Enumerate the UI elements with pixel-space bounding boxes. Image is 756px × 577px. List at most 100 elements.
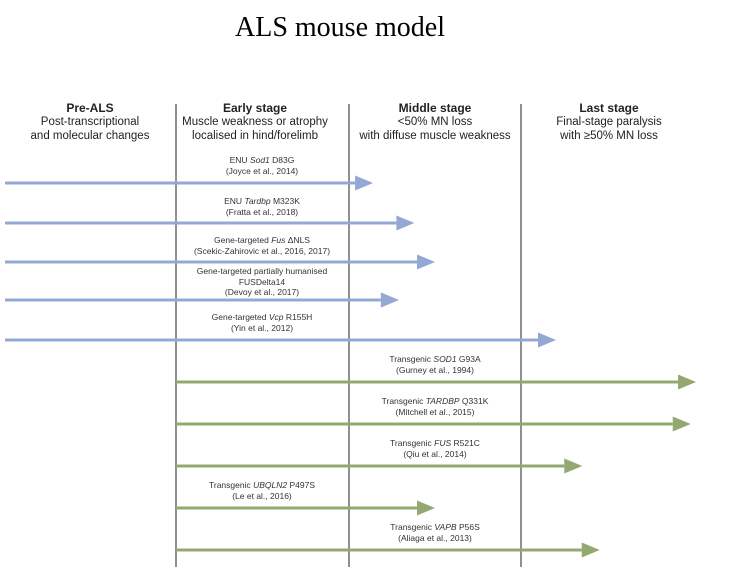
- label-text: Gene-targeted: [214, 235, 272, 245]
- arrow-head: [355, 175, 374, 191]
- stage-header-middle: Middle stage <50% MN loss with diffuse m…: [350, 101, 520, 143]
- model-label: Gene-targeted Fus ΔNLS(Scekic-Zahirovic …: [162, 235, 362, 256]
- stage-name: Early stage: [222, 101, 288, 115]
- gene-name: FUS: [434, 438, 452, 448]
- arrow-head: [672, 416, 691, 432]
- stage-description-line: with ≥50% MN loss: [560, 130, 658, 142]
- stage-header-early: Early stage Muscle weakness or atrophy l…: [170, 101, 340, 143]
- model-label-line: (Yin et al., 2012): [162, 323, 362, 334]
- label-text: (Scekic-Zahirovic et al., 2016, 2017): [193, 245, 331, 256]
- model-label-line: Transgenic UBQLN2 P497S: [162, 480, 362, 491]
- model-label-line: (Le et al., 2016): [162, 491, 362, 502]
- model-label-line: Transgenic TARDBP Q331K: [335, 396, 535, 407]
- model-label-line: (Mitchell et al., 2015): [335, 407, 535, 418]
- label-text: D83G: [269, 155, 295, 165]
- label-text: Transgenic: [381, 396, 426, 406]
- model-label: Transgenic FUS R521C(Qiu et al., 2014): [335, 438, 535, 459]
- gene-name: UBQLN2: [253, 480, 288, 490]
- label-text: (Aliaga et al., 2013): [398, 532, 472, 543]
- model-arrow: [5, 215, 415, 231]
- arrow-head: [581, 542, 600, 558]
- stage-description-line: Muscle weakness or atrophy: [182, 116, 328, 128]
- model-label-line: Transgenic VAPB P56S: [335, 522, 535, 533]
- label-text: Q331K: [459, 396, 489, 406]
- stage-description-line: Final-stage paralysis: [556, 116, 662, 128]
- arrow-head: [538, 332, 556, 348]
- stage-header-pre-als: Pre-ALS Post-transcriptional and molecul…: [5, 101, 175, 143]
- label-text: (Yin et al., 2012): [230, 322, 294, 333]
- model-label-line: FUSDelta14: [162, 277, 362, 288]
- gene-name: TARDBP: [425, 396, 460, 406]
- stage-name: Middle stage: [398, 101, 472, 115]
- label-text: (Qiu et al., 2014): [403, 448, 467, 459]
- model-arrow: [5, 175, 374, 191]
- model-label: Transgenic SOD1 G93A(Gurney et al., 1994…: [335, 354, 535, 375]
- label-text: FUSDelta14: [238, 276, 286, 287]
- model-arrow: [176, 416, 691, 432]
- label-text: (Mitchell et al., 2015): [395, 406, 475, 417]
- label-text: P497S: [287, 480, 315, 490]
- model-label: Transgenic UBQLN2 P497S(Le et al., 2016): [162, 480, 362, 501]
- label-text: ENU: [229, 155, 250, 165]
- stage-description-line: and molecular changes: [30, 130, 150, 142]
- model-label: Transgenic VAPB P56S(Aliaga et al., 2013…: [335, 522, 535, 543]
- model-arrow: [176, 458, 583, 474]
- model-arrow: [5, 254, 435, 270]
- model-label-line: (Fratta et al., 2018): [162, 207, 362, 218]
- gene-name: Fus: [271, 235, 286, 245]
- gene-name: SOD1: [433, 354, 457, 364]
- label-text: M323K: [270, 196, 300, 206]
- label-text: (Joyce et al., 2014): [225, 165, 299, 176]
- model-label-line: Gene-targeted Vcp R155H: [162, 312, 362, 323]
- arrow-head: [564, 458, 583, 474]
- stage-description-line: Post-transcriptional: [40, 116, 140, 128]
- model-label-line: (Joyce et al., 2014): [162, 166, 362, 177]
- model-label-line: ENU Tardbp M323K: [162, 196, 362, 207]
- model-label-line: ENU Sod1 D83G: [162, 155, 362, 166]
- label-text: Transgenic: [209, 480, 254, 490]
- arrow-head: [417, 500, 435, 516]
- arrow-head: [380, 292, 399, 308]
- label-text: (Devoy et al., 2017): [224, 287, 300, 297]
- arrow-head: [396, 215, 415, 231]
- model-label-line: (Qiu et al., 2014): [335, 449, 535, 460]
- model-label: Transgenic TARDBP Q331K(Mitchell et al.,…: [335, 396, 535, 417]
- gene-name: Sod1: [249, 155, 270, 165]
- label-text: (Le et al., 2016): [232, 490, 292, 501]
- model-label-line: Gene-targeted partially humanised: [162, 266, 362, 277]
- model-arrow: [176, 500, 435, 516]
- model-label: ENU Tardbp M323K(Fratta et al., 2018): [162, 196, 362, 217]
- label-text: P56S: [456, 522, 480, 532]
- stage-header-last: Last stage Final-stage paralysis with ≥5…: [524, 101, 694, 143]
- model-label-line: (Scekic-Zahirovic et al., 2016, 2017): [162, 246, 362, 257]
- model-label-line: (Devoy et al., 2017): [162, 287, 362, 298]
- label-text: Transgenic: [390, 522, 435, 532]
- model-arrow: [5, 292, 399, 308]
- model-arrow: [5, 332, 556, 348]
- model-label-line: Transgenic FUS R521C: [335, 438, 535, 449]
- model-arrow: [176, 374, 696, 390]
- stage-description-line: <50% MN loss: [397, 116, 473, 128]
- label-text: (Fratta et al., 2018): [225, 206, 299, 217]
- stage-description-line: with diffuse muscle weakness: [359, 130, 511, 142]
- model-label-line: (Aliaga et al., 2013): [335, 533, 535, 544]
- label-text: Transgenic: [389, 354, 434, 364]
- model-label: Gene-targeted Vcp R155H(Yin et al., 2012…: [162, 312, 362, 333]
- stage-description-line: localised in hind/forelimb: [192, 130, 318, 142]
- stage-name: Pre-ALS: [66, 101, 114, 115]
- label-text: G93A: [456, 354, 481, 364]
- label-text: ΔNLS: [285, 235, 310, 245]
- model-label-line: (Gurney et al., 1994): [335, 365, 535, 376]
- label-text: ENU: [224, 196, 245, 206]
- model-label-line: Transgenic SOD1 G93A: [335, 354, 535, 365]
- gene-name: Vcp: [268, 312, 284, 322]
- arrow-head: [417, 254, 435, 270]
- model-label-line: Gene-targeted Fus ΔNLS: [162, 235, 362, 246]
- label-text: (Gurney et al., 1994): [396, 364, 474, 375]
- label-text: Gene-targeted: [211, 312, 269, 322]
- model-arrow: [176, 542, 600, 558]
- gene-name: VAPB: [434, 522, 457, 532]
- stage-name: Last stage: [579, 101, 639, 115]
